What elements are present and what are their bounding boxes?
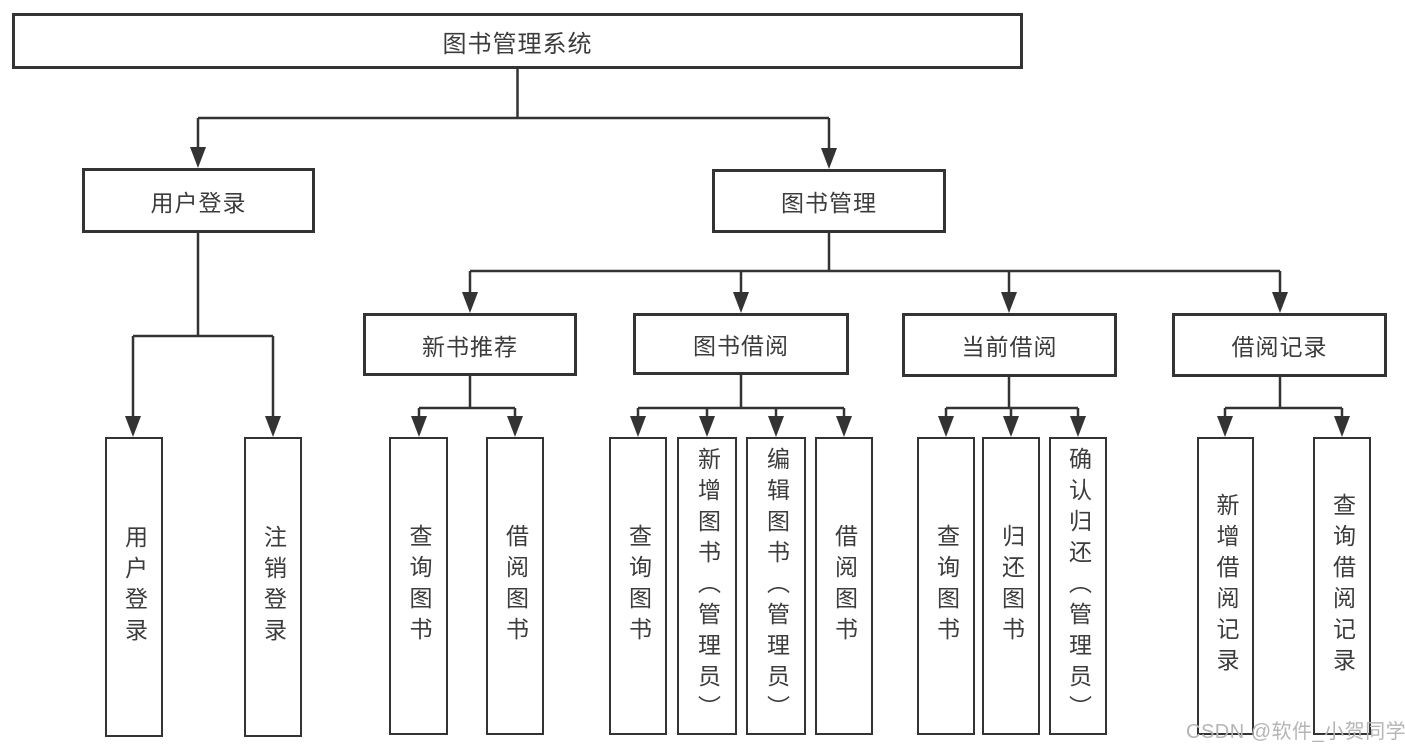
leaf-borrow-books: 借阅图书 [815, 437, 873, 735]
csdn-watermark: CSDN @软件_小贺同学 [1186, 721, 1405, 743]
node-new-book-recommend-label: 新书推荐 [422, 333, 518, 360]
node-root: 图书管理系统 [12, 13, 1023, 69]
leaf-add-borrow-record: 新增借阅记录 [1197, 437, 1254, 735]
leaf-current-query-books: 查询图书 [917, 437, 975, 735]
node-book-borrow-label: 图书借阅 [693, 333, 789, 359]
leaf-label: 新增图书（管理员） [694, 446, 721, 726]
leaf-logout-label: 注销登录 [260, 525, 287, 649]
leaf-user-login-label: 用户登录 [121, 525, 148, 649]
node-new-book-recommend: 新书推荐 [363, 313, 577, 376]
leaf-label: 查询图书 [625, 524, 652, 648]
leaf-label: 借阅图书 [831, 524, 858, 648]
node-current-borrow-label: 当前借阅 [961, 334, 1058, 360]
leaf-label: 查询图书 [406, 524, 432, 648]
leaf-label: 确认归还（管理员） [1065, 446, 1092, 726]
node-user-login-label: 用户登录 [150, 189, 247, 216]
node-book-management-label: 图书管理 [781, 190, 877, 216]
leaf-add-books-admin: 新增图书（管理员） [677, 437, 737, 735]
arrowheads [125, 147, 1350, 437]
leaf-label: 查询借阅记录 [1329, 493, 1356, 679]
leaf-logout: 注销登录 [244, 437, 302, 737]
leaf-label: 借阅图书 [502, 524, 529, 648]
node-book-borrow: 图书借阅 [633, 313, 849, 375]
leaf-label: 编辑图书（管理员） [763, 446, 790, 726]
leaf-recommend-borrow-books: 借阅图书 [486, 437, 544, 735]
node-book-management: 图书管理 [712, 169, 946, 233]
leaf-label: 查询图书 [933, 524, 960, 648]
leaf-label: 新增借阅记录 [1213, 493, 1239, 679]
leaf-return-books: 归还图书 [982, 437, 1040, 735]
node-current-borrow: 当前借阅 [902, 313, 1117, 377]
node-root-label: 图书管理系统 [442, 30, 593, 58]
node-user-login: 用户登录 [82, 168, 315, 233]
leaf-edit-books-admin: 编辑图书（管理员） [746, 437, 806, 735]
node-borrow-record: 借阅记录 [1172, 313, 1387, 377]
leaf-label: 归还图书 [998, 524, 1025, 648]
leaf-user-login: 用户登录 [105, 437, 163, 737]
leaf-borrow-query-books: 查询图书 [609, 437, 667, 735]
leaf-query-borrow-record: 查询借阅记录 [1313, 437, 1371, 735]
node-borrow-record-label: 借阅记录 [1231, 334, 1328, 360]
leaf-confirm-return-admin: 确认归还（管理员） [1049, 437, 1107, 735]
leaf-recommend-query-books: 查询图书 [389, 437, 448, 735]
